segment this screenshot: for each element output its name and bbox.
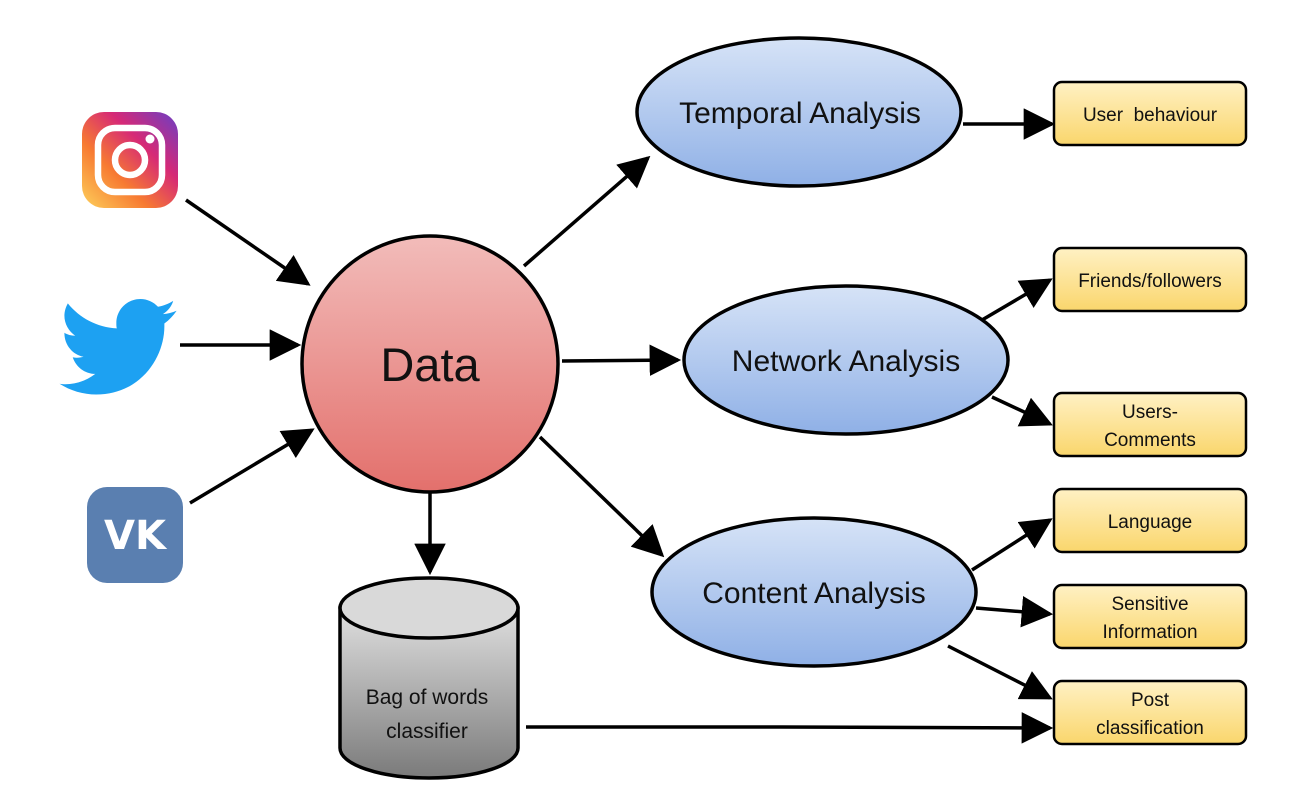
network-analysis-node: Network Analysis [682,284,1010,436]
arrow-data-to-content [538,435,665,558]
temporal-analysis-node: Temporal Analysis [635,36,963,188]
output-sensitive-information-label-2: Information [1102,622,1197,643]
output-users-comments-label-1: Users- [1122,402,1178,423]
output-sensitive-information: Sensitive Information [1052,583,1248,650]
arrow-classifier-to-post [526,712,1054,744]
output-post-classification: Post classification [1052,679,1248,746]
arrow-instagram-to-data [185,198,311,286]
output-post-classification-label-1: Post [1131,690,1170,711]
classifier-label-line-1: Bag of words [366,686,489,709]
arrow-data-to-network [561,344,682,376]
arrow-network-to-users-comments [991,395,1053,427]
twitter-icon [59,298,177,395]
data-label: Data [380,338,480,391]
connectors [180,108,1056,744]
arrow-content-to-language [971,518,1053,572]
instagram-icon [82,112,178,208]
classifier-cylinder: Bag of words classifier [338,576,520,780]
output-user-behaviour: User behaviour [1052,80,1248,147]
output-sensitive-information-label-1: Sensitive [1111,594,1188,615]
output-post-classification-label-2: classification [1096,718,1204,739]
output-language-label: Language [1108,512,1193,533]
arrow-content-to-sensitive [975,596,1054,628]
network-analysis-label: Network Analysis [732,345,960,378]
vk-glyph: VK [104,513,168,559]
temporal-analysis-label: Temporal Analysis [679,97,921,130]
output-language: Language [1052,487,1248,554]
classifier-label-line-2: classifier [386,720,468,743]
output-friends-followers: Friends/followers [1052,246,1248,313]
arrow-vk-to-data [189,428,315,505]
arrow-data-to-temporal [522,155,651,268]
content-analysis-node: Content Analysis [650,516,978,668]
vk-icon: VK [87,487,183,583]
output-users-comments-label-2: Comments [1104,430,1196,451]
content-analysis-label: Content Analysis [702,577,925,610]
arrow-network-to-friends [981,278,1053,322]
output-users-comments: Users- Comments [1052,391,1248,458]
arrow-content-to-post [947,644,1053,700]
output-friends-followers-label: Friends/followers [1078,271,1222,292]
output-user-behaviour-label: User behaviour [1083,105,1218,126]
data-node: Data [300,234,560,494]
